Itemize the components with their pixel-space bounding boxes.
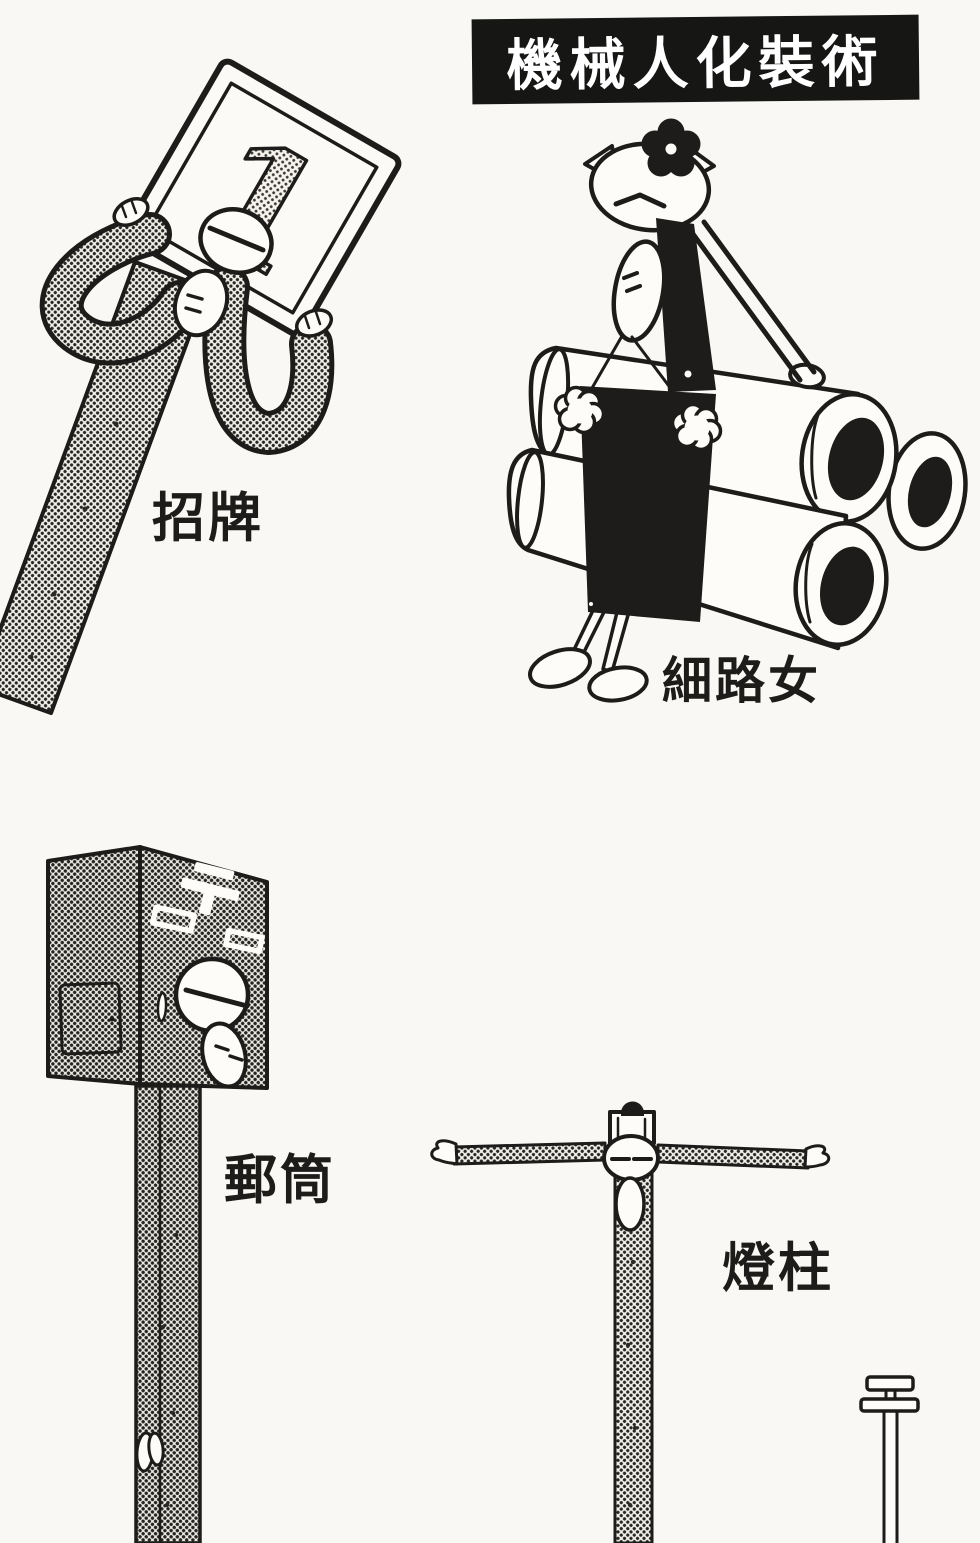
shoulder-strap [687, 219, 817, 383]
caption-signboard: 招牌 [152, 488, 264, 549]
signboard-hand-right [294, 308, 334, 338]
utility-pole-shaft [882, 1403, 899, 1543]
pole-rivets [160, 1137, 179, 1508]
signboard-figure: 1 [0, 58, 402, 715]
utility-pole-crossarm-bottom [859, 1397, 920, 1413]
signboard-right-arm [202, 265, 335, 455]
flower-icon [641, 118, 701, 177]
girl-arm [611, 239, 667, 343]
postbox-door [58, 981, 123, 1056]
lamppost-face [602, 1134, 660, 1182]
lamppost-body-patch [614, 1176, 646, 1232]
hand-cloud-right [670, 402, 723, 452]
lamppost-hand-right [803, 1144, 831, 1169]
postbox-chin [200, 1021, 248, 1089]
utility-pole-crossarm-top [865, 1375, 915, 1392]
signboard-left-arm [39, 212, 202, 366]
signboard-hand-left [112, 197, 150, 227]
postbox-figure [46, 845, 269, 1543]
pole-rivets [625, 1259, 638, 1508]
caption-lamp-post: 燈柱 [722, 1238, 834, 1299]
mail-slots [150, 904, 265, 955]
lamppost-hand-left [430, 1139, 459, 1166]
signboard-head [198, 207, 274, 275]
signboard-pole [0, 260, 209, 715]
sweat-drop [156, 991, 168, 1023]
utility-pole-figure [859, 1375, 920, 1543]
caption-postbox: 郵筒 [224, 1150, 336, 1211]
girl-braid [656, 218, 716, 392]
caption-little-girl: 細路女 [662, 652, 821, 710]
postal-mark-icon [180, 862, 240, 916]
lamppost-arm-right [656, 1143, 810, 1170]
lamppost-arm-left [452, 1141, 607, 1166]
postbox-pole [134, 1084, 202, 1543]
number-sign: 1 [122, 58, 402, 338]
girl-figure [506, 118, 968, 703]
girl-feet [528, 647, 649, 703]
title-banner: 機械人化裝術 [471, 14, 920, 105]
peeking-hand [135, 1431, 165, 1473]
postbox-face [173, 956, 251, 1034]
hand-cloud-left [553, 385, 606, 435]
roll-end-back [886, 431, 968, 551]
lamppost-figure [430, 1101, 831, 1543]
signboard-body [172, 268, 230, 338]
